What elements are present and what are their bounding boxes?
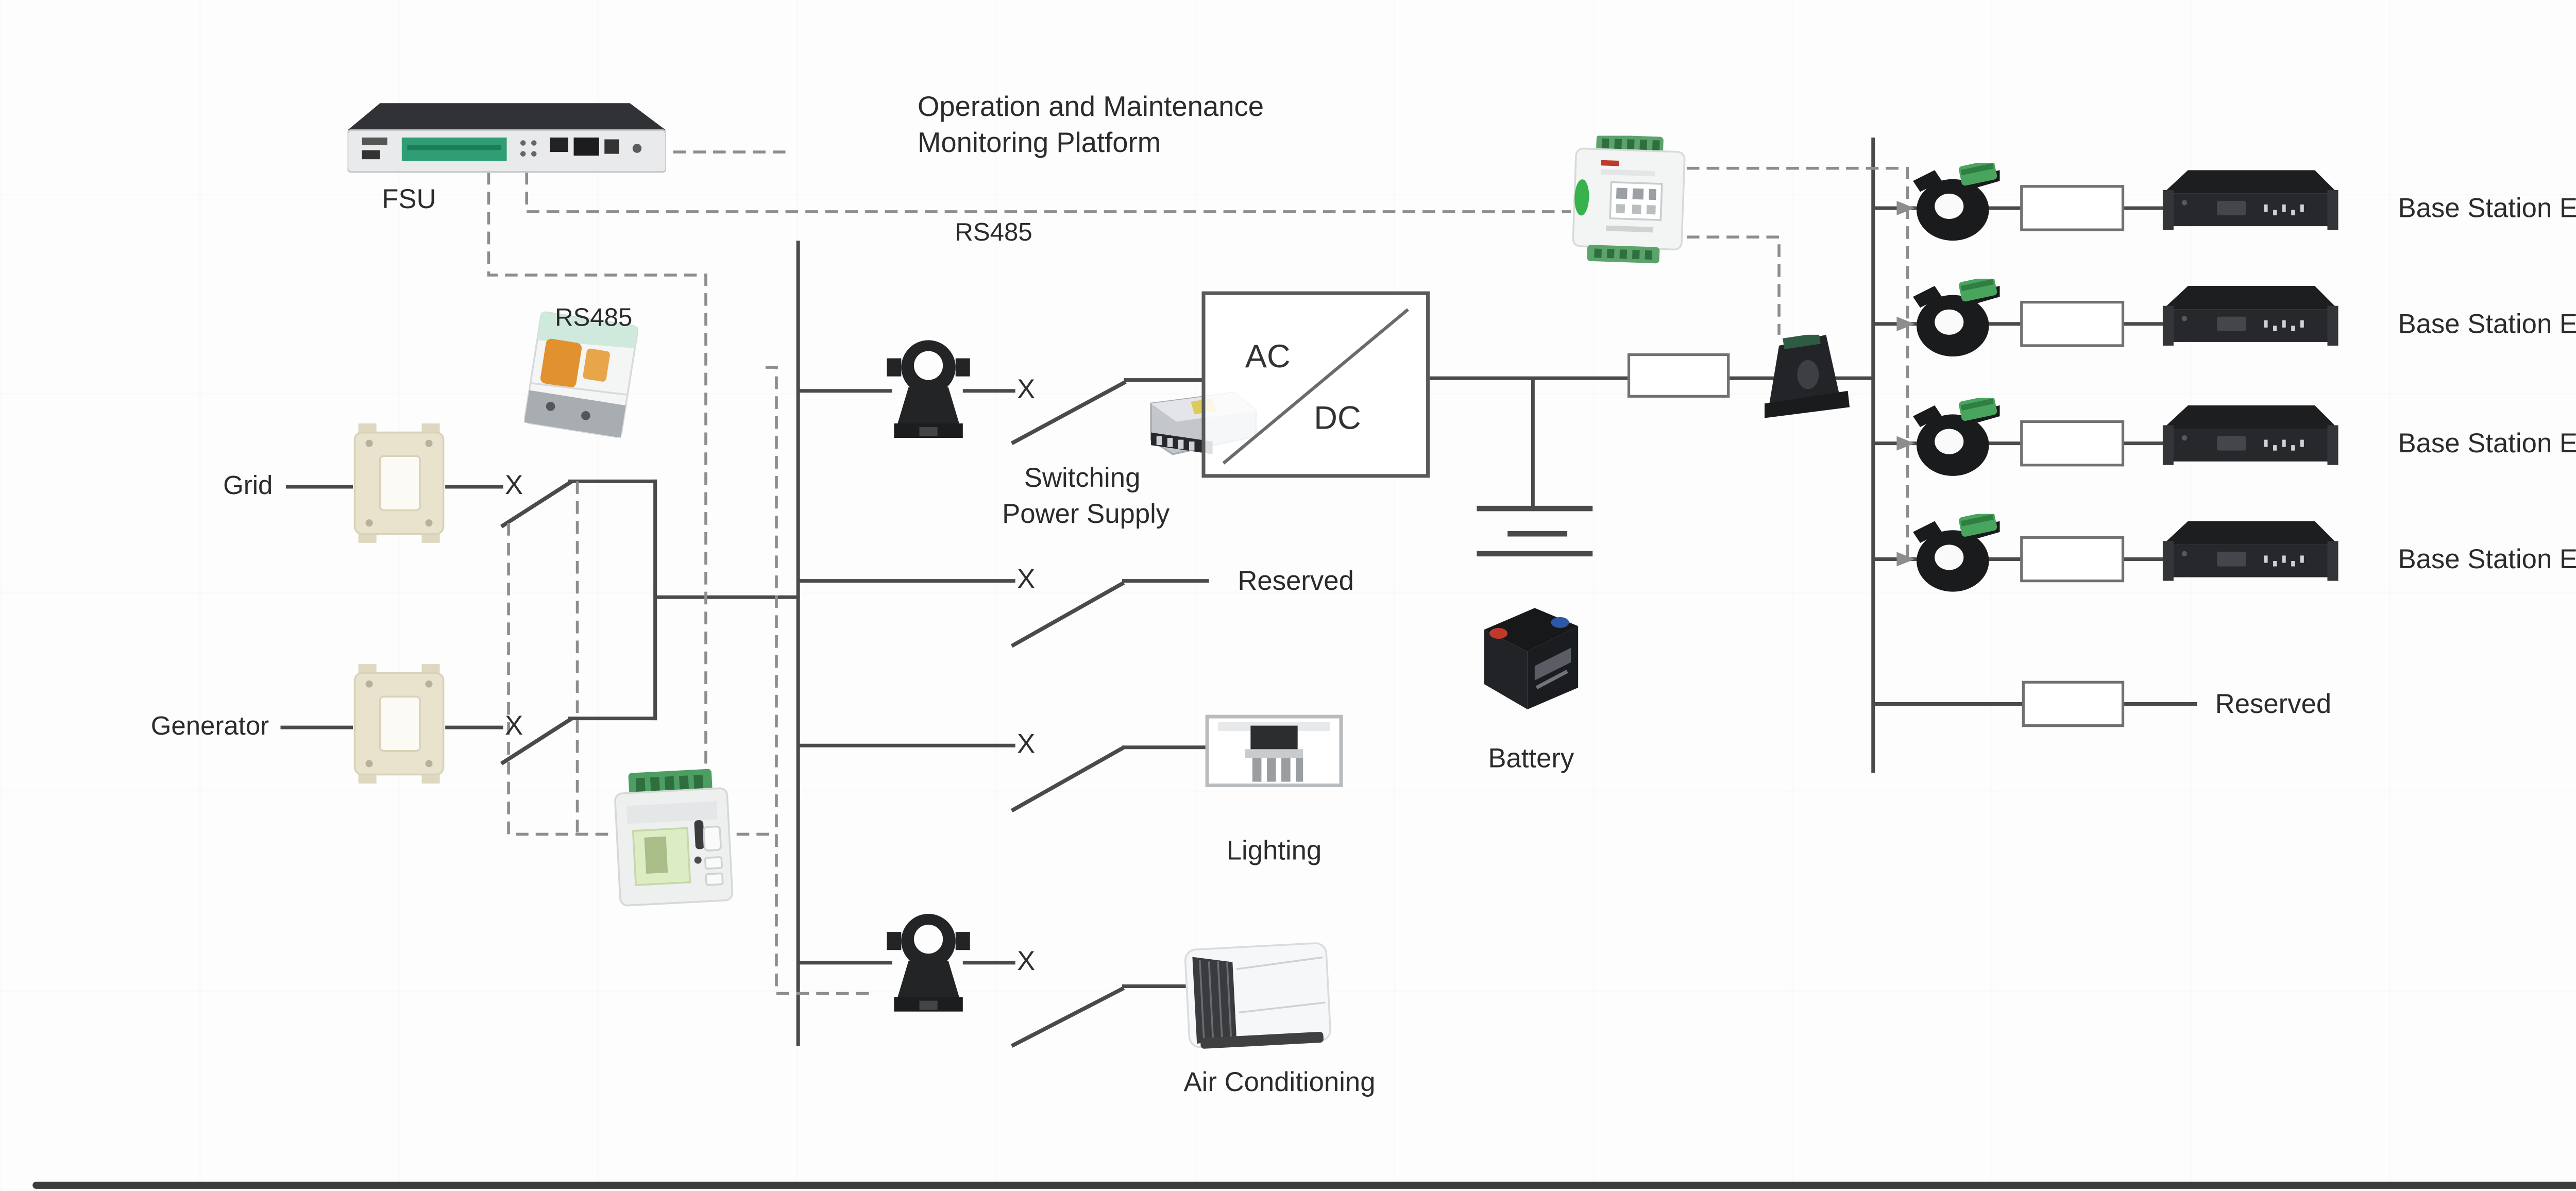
lighting-fuse-x: X (1017, 729, 1036, 760)
ac-energy-meter-icon (610, 767, 737, 908)
ac-switch-blade (1010, 986, 1125, 1048)
base-station-label-2: Base Station Equipment (2398, 309, 2576, 341)
fuse-box-dc (1627, 353, 1730, 398)
base-station-rack-1 (2162, 170, 2338, 230)
lighting-fixture-icon (1205, 714, 1343, 788)
dc-shunt-icon (1764, 333, 1850, 420)
battery-label: Battery (1488, 743, 1574, 775)
sense-arrow-2 (1896, 316, 1915, 331)
base-station-label-3: Base Station Equipment (2398, 429, 2576, 460)
dc-meter-ct-sense (1686, 166, 1909, 559)
fsu-device-icon (346, 99, 667, 176)
sps-switch-blade (1010, 380, 1127, 446)
grid-fuse-x: X (505, 470, 523, 502)
acdc-ac-label: AC (1245, 338, 1291, 375)
grid-switch-blade (500, 480, 573, 529)
split-core-ct-row4-icon (1913, 511, 2000, 594)
generator-fuse-x: X (505, 711, 523, 742)
platform-title-line2: Monitoring Platform (917, 128, 1161, 160)
sense-arrow-3 (1896, 436, 1915, 451)
reserved-branch-label: Reserved (1238, 566, 1354, 598)
base-station-rack-2 (2162, 286, 2338, 346)
circuit-breaker-icon (511, 308, 652, 447)
switching-label-line1: Switching (1024, 463, 1141, 494)
switching-label-line2: Power Supply (1002, 499, 1170, 531)
acdc-dc-label: DC (1314, 400, 1361, 436)
clamp-ct-ac-icon (887, 910, 970, 1015)
bus-sense-loop (765, 366, 869, 995)
generator-ct-icon (351, 662, 447, 786)
rs485-fsu-to-ac-meter (487, 172, 707, 768)
grid-switch-sense (507, 523, 610, 836)
dc-meter-icon (1571, 134, 1687, 264)
fuse-box-row3 (2020, 420, 2125, 467)
fuse-box-row2 (2020, 301, 2125, 347)
base-station-rack-3 (2162, 405, 2338, 465)
air-conditioner-icon (1180, 932, 1334, 1059)
rs485-left-label: RS485 (555, 302, 633, 331)
rs485-fsu-to-dc-meter (525, 172, 1571, 213)
base-station-label-4: Base Station Equipment (2398, 545, 2576, 576)
fuse-box-reserved (2022, 680, 2125, 727)
air-conditioning-label: Air Conditioning (1183, 1067, 1376, 1099)
acdc-converter-box: AC DC (1201, 291, 1430, 478)
base-station-rack-4 (2162, 521, 2338, 581)
reserved-switch-blade (1010, 581, 1125, 648)
grid-label: Grid (223, 472, 273, 502)
split-core-ct-row2-icon (1913, 276, 2000, 359)
sps-fuse-x: X (1017, 375, 1036, 405)
fuse-box-row4 (2020, 536, 2125, 583)
platform-title-line1: Operation and Maintenance (917, 92, 1264, 123)
sense-arrow-4 (1896, 552, 1915, 567)
reserved-fuse-x: X (1017, 564, 1036, 596)
reserved-right-label: Reserved (2215, 689, 2332, 721)
rs485-right-label: RS485 (955, 217, 1032, 246)
ac-fuse-x: X (1017, 946, 1036, 977)
grid-ct-icon (351, 421, 447, 545)
lighting-label: Lighting (1226, 836, 1322, 867)
fuse-box-row1 (2020, 185, 2125, 231)
bottom-border-bar (32, 1181, 2576, 1189)
split-core-ct-row1-icon (1913, 160, 2000, 243)
sense-arrow-1 (1896, 200, 1915, 216)
generator-switch-blade (500, 717, 573, 765)
base-station-label-1: Base Station Equipment (2398, 193, 2576, 225)
lighting-switch-blade (1010, 745, 1125, 813)
fsu-label: FSU (382, 184, 436, 216)
generator-label: Generator (150, 713, 269, 742)
clamp-ct-sps-icon (887, 336, 970, 441)
split-core-ct-row3-icon (1913, 395, 2000, 478)
battery-icon (1469, 597, 1589, 718)
dc-meter-shunt-sense (1686, 235, 1781, 335)
